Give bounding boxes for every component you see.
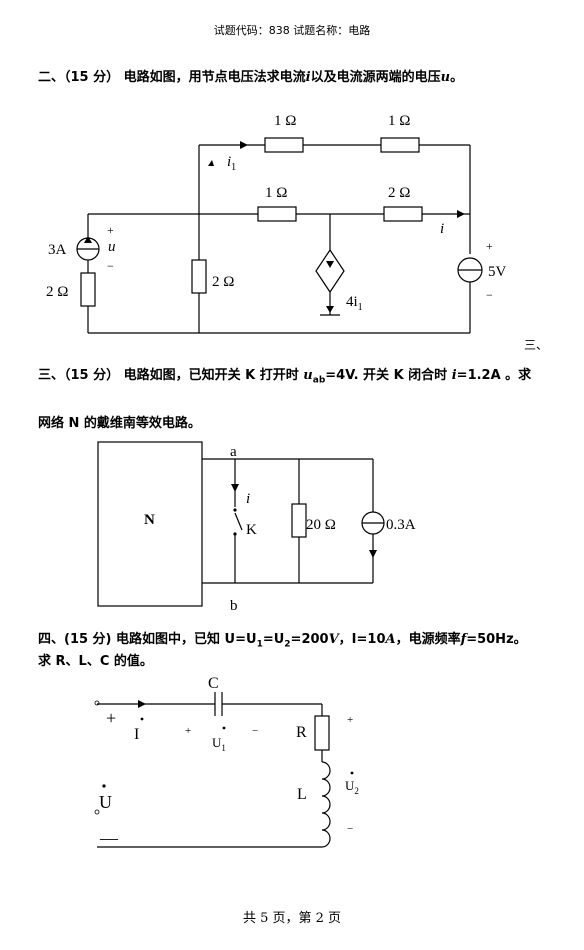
q4-mid3: ，电源频率 <box>395 632 461 647</box>
arrow-dep-top <box>326 261 334 268</box>
resistor-top-right <box>380 137 420 153</box>
resistor-mid-right <box>383 206 423 222</box>
inductor-l <box>321 761 331 848</box>
q4-var-f: f <box>460 632 467 647</box>
q3-var-i: i <box>451 368 457 383</box>
arrow-i1 <box>240 141 248 149</box>
arrow-switch-i <box>231 484 239 492</box>
q2-var-i: i <box>305 70 311 85</box>
resistor-20ohm <box>291 503 307 538</box>
arrow-3a <box>84 236 92 243</box>
label-network-n: N <box>144 512 155 528</box>
label-r-vert: 2 Ω <box>212 274 234 290</box>
q4-mid: =200 <box>290 632 329 647</box>
resistor-left-2ohm <box>80 272 96 307</box>
resistor-vertical-2ohm <box>191 259 207 294</box>
q2-mid: 以及电流源两端的电压 <box>310 70 441 85</box>
label-0.3a: 0.3A <box>386 517 416 533</box>
resistor-r <box>314 715 330 751</box>
q2-end: 。 <box>450 70 464 85</box>
q4-mid2: ，I=10 <box>338 632 386 647</box>
label-u1: U1 <box>212 735 226 753</box>
q4-sub1: 1 <box>256 639 263 650</box>
minus-u1: − <box>252 725 258 737</box>
minus-u: − <box>107 259 114 273</box>
label-5v: 5V <box>488 264 507 280</box>
dependent-current-source <box>315 248 345 294</box>
q4-unit-v: V <box>328 632 339 647</box>
q4-circuit-diagram: C R L I U U1 U2 + — + − + − <box>94 675 359 848</box>
label-20ohm: 20 Ω <box>306 517 336 533</box>
label-switch-k: K <box>246 522 257 538</box>
label-r: R <box>296 724 307 741</box>
side-note: 三、 <box>524 338 549 352</box>
label-u2: U2 <box>345 778 359 796</box>
minus-5v: − <box>486 288 493 302</box>
q4-sub2: 2 <box>284 639 291 650</box>
label-r-top-left: 1 Ω <box>274 113 296 129</box>
label-node-a: a <box>230 444 237 460</box>
q2-var-u: u <box>440 70 451 85</box>
label-r-left: 2 Ω <box>46 284 68 300</box>
resistor-mid-left <box>257 206 297 222</box>
label-i: i <box>440 221 444 237</box>
label-4i1: 4i1 <box>346 294 363 313</box>
q3-circuit-diagram: N a b i K 20 Ω 0.3A <box>97 441 416 614</box>
arrow-dep-bottom <box>326 306 334 313</box>
arrow-i <box>457 210 465 218</box>
plus-5v: + <box>486 239 493 253</box>
plus-u: + <box>107 223 114 237</box>
label-r-mid-right: 2 Ω <box>388 185 410 201</box>
q4-end: =50Hz。 <box>466 632 527 647</box>
q2-prefix: 二、（15 分） 电路如图，用节点电压法求电流 <box>38 70 306 85</box>
q2-circuit-diagram: 1 Ω 1 Ω 1 Ω 2 Ω 2 Ω 2 Ω 3A 5V 4i1 i1 i u… <box>46 113 507 334</box>
q4-unit-a: A <box>385 632 396 647</box>
arrow-current-i <box>138 700 146 708</box>
arrow-0.3a <box>369 550 377 558</box>
label-switch-i: i <box>246 491 250 507</box>
label-r-top-right: 1 Ω <box>388 113 410 129</box>
label-u: u <box>108 239 116 255</box>
q3-end: =1.2A 。求 <box>456 368 532 383</box>
page-footer: 共 5 页，第 2 页 <box>242 911 342 926</box>
label-i: I <box>134 726 139 743</box>
resistor-top-left <box>264 137 304 153</box>
label-l: L <box>297 786 307 803</box>
label-c: C <box>208 675 219 692</box>
arrow-i1-small <box>208 160 214 166</box>
q3-sub-ab: ab <box>312 375 326 386</box>
question-3-line2: 网络 N 的戴维南等效电路。 <box>38 416 201 431</box>
q3-mid: =4V. 开关 K 闭合时 <box>325 368 452 383</box>
label-node-b: b <box>230 598 238 614</box>
plus-u1: + <box>185 725 191 737</box>
minus-u2: − <box>347 823 353 835</box>
minus-source: — <box>99 828 119 848</box>
q4-eq2: =U <box>262 632 285 647</box>
question-2-text: 二、（15 分） 电路如图，用节点电压法求电流i以及电流源两端的电压u。 <box>38 66 463 85</box>
network-n-box <box>97 441 203 607</box>
q4-prefix: 四、(15 分) 电路如图中，已知 U=U <box>38 632 257 647</box>
question-4-line2: 求 R、L、C 的值。 <box>38 654 153 669</box>
page-header: 试题代码：838 试题名称：电路 <box>213 24 371 37</box>
question-4-line1: 四、(15 分) 电路如图中，已知 U=U1=U2=200V，I=10A，电源频… <box>38 628 527 650</box>
q3-prefix: 三、（15 分） 电路如图，已知开关 K 打开时 <box>38 368 304 383</box>
label-r-mid-left: 1 Ω <box>265 185 287 201</box>
label-3a: 3A <box>48 242 67 258</box>
plus-source: + <box>106 708 116 728</box>
question-3-line1: 三、（15 分） 电路如图，已知开关 K 打开时 uab=4V. 开关 K 闭合… <box>38 364 531 386</box>
label-u: U <box>99 792 112 812</box>
q3-var-u: u <box>303 368 313 383</box>
plus-u2: + <box>347 714 353 726</box>
label-i1: i1 <box>227 154 236 173</box>
